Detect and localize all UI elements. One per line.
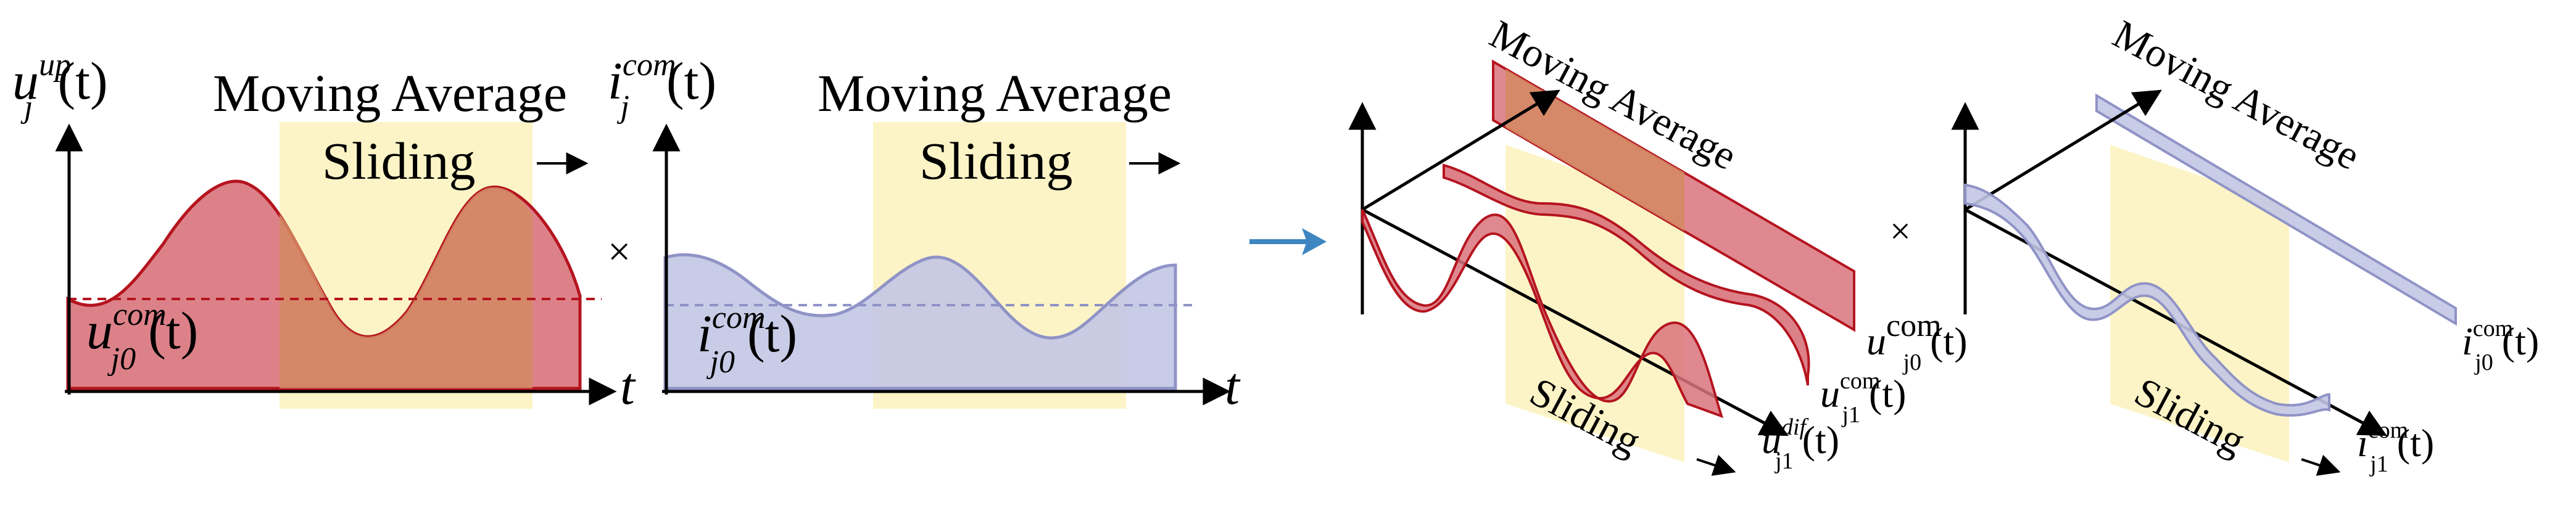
window-arrow: [1696, 454, 1736, 476]
sliding-window-plane: [2110, 145, 2289, 462]
window-arrow: [2301, 454, 2341, 476]
transform-arrow-icon: [1249, 228, 1327, 255]
dc-ribbon: [2095, 93, 2457, 326]
depth-axis: [1964, 89, 2162, 211]
times-operator: ×: [1890, 211, 1911, 252]
moving-average-title: Moving Average: [2106, 12, 2367, 179]
x-axis-label: t: [620, 356, 636, 415]
window-overlap-area: [280, 187, 532, 388]
x-axis-label: t: [1225, 356, 1241, 415]
moving-average-title: Moving Average: [213, 63, 567, 123]
depth-axis: [1361, 89, 1560, 211]
sliding-label: Sliding: [322, 131, 476, 190]
common-mode-wave: [1964, 183, 2330, 417]
differential-mode-wave: [1361, 209, 1724, 419]
common-mode-ribbon: [1443, 163, 1810, 386]
moving-average-title: Moving Average: [818, 63, 1172, 123]
current-curve-area: [663, 253, 1177, 390]
sliding-window-plane: [1505, 145, 1684, 462]
times-operator: ×: [608, 229, 631, 274]
sliding-label: Sliding: [919, 131, 1073, 190]
